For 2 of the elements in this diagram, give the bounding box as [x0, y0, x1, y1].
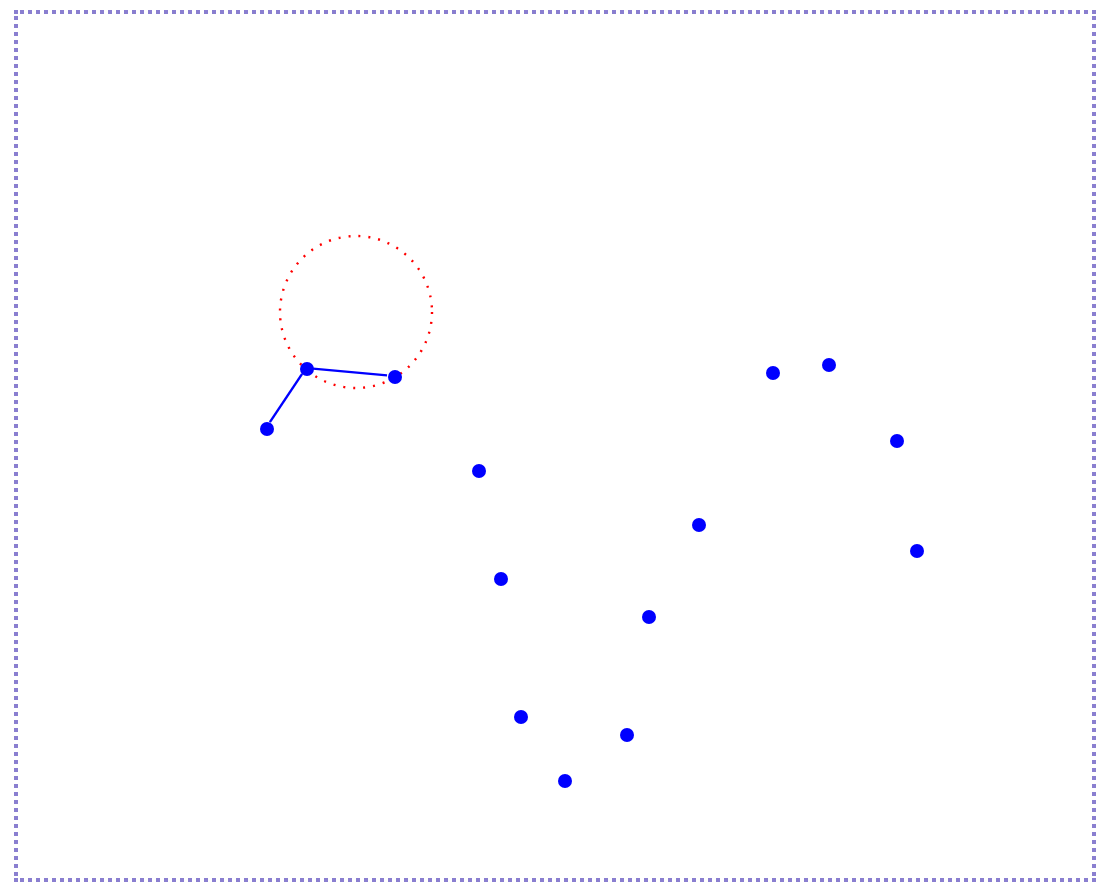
connector-line	[312, 367, 388, 377]
connector-line	[268, 373, 304, 423]
